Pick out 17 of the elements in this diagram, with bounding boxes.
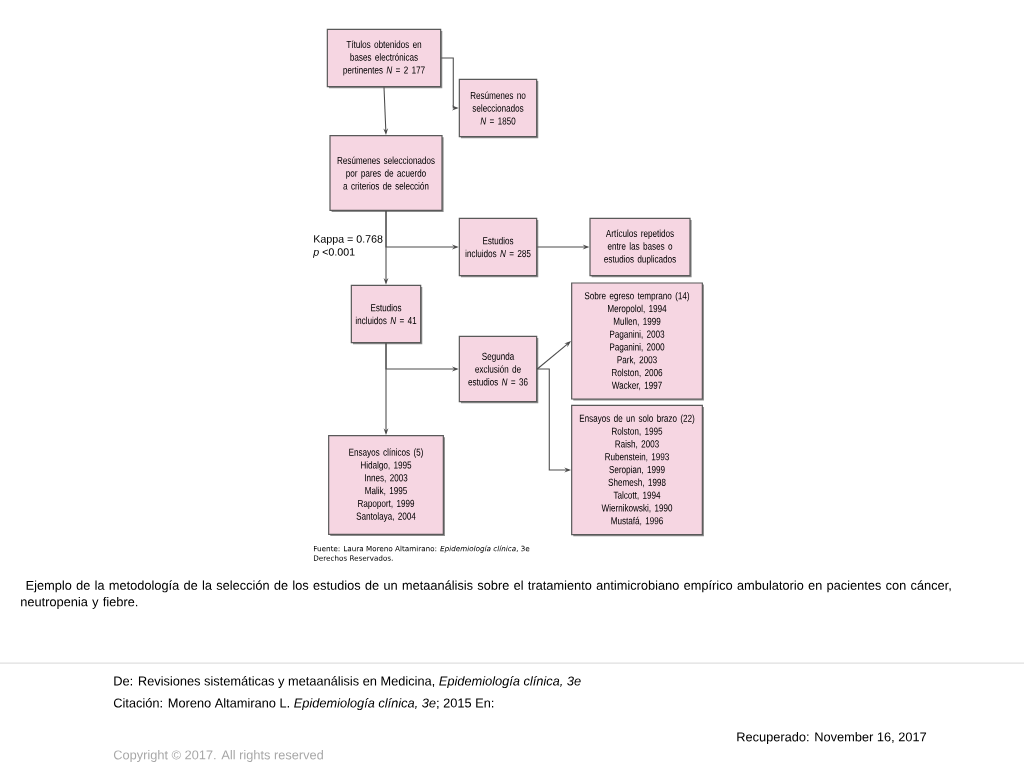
process-box: Ensayos clínicos (5) Hidalgo, 1995 Innes, 2003 Malik, 1995 Rapoport, 1999 Santolaya, 2004 [328,435,445,536]
process-box: Artículos repetidos entre las bases o estudios duplicados [589,217,692,278]
process-box: Resúmenes seleccionados por pares de acuerdo a criterios de selección [329,135,444,212]
process-box: Títulos obtenidos en bases electrónicas pertinentes N = 2 177 [326,28,443,89]
process-box: Resúmenes no seleccionados N = 1850 [458,78,539,139]
citation-text: De: Revisiones sistemáticas y metaanálisis en Medicina, Epidemiología clínica, 3e [114,675,581,689]
process-box: Estudios incluidos N = 285 [458,217,539,278]
process-box: Sobre egreso temprano (14) Meropolol, 1994 Mullen, 1999 Paganini, 2003 Paganini, 2000 Park, 2003 Rolston, 2006 Wacker, 1997 [571,282,704,401]
process-box: Segunda exclusión de estudios N = 36 [458,335,539,404]
process-box: Estudios incluidos N = 41 [350,284,423,345]
citation-text: Citación: Moreno Altamirano L. Epidemiología clínica, 3e; 2015 En: [113,697,494,711]
caption: Ejemplo de la metodología de la selección de los estudios de un metaanálisis sobre el tratamiento antimicrobiano empírico ambulatorio en pacientes con cáncer, neutropenia y fiebre. [21,580,951,609]
annotation-text: p <0.001 [313,248,355,258]
annotation-text: Kappa = 0.768 [314,235,383,245]
process-box: Ensayos de un solo brazo (22) Rolston, 1995 Raish, 2003 Rubenstein, 1993 Seropian, 1999 Shemesh, 1998 Talcott, 1994 Wiernikowski, 1990 Mustafá, 1996 [571,404,704,537]
citation-text: Recuperado: November 16, 2017 [737,732,927,744]
copyright-text: Copyright © 2017. All rights reserved [113,750,323,762]
